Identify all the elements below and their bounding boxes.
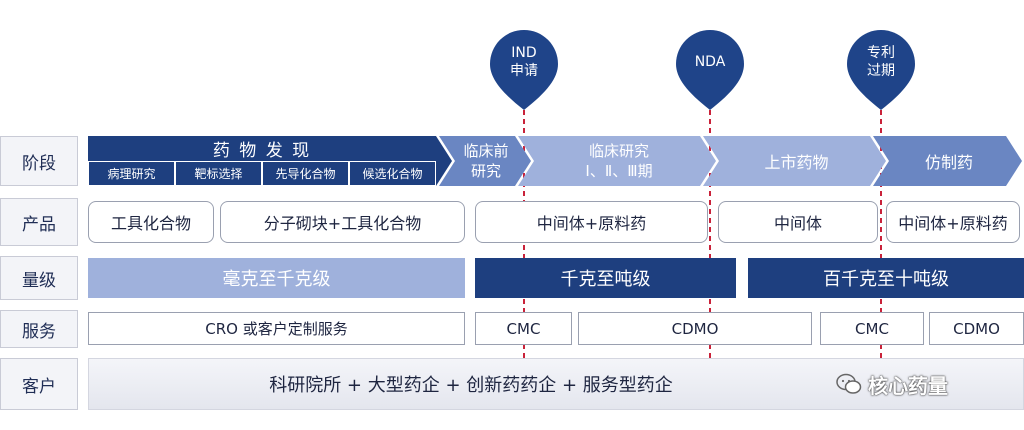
row-label-scale: 量级 [0,256,78,300]
stage-arrow-marketed [703,136,886,186]
stage-arrow-clinical [518,136,716,186]
service-cdmo-generic: CDMO [929,312,1024,345]
product-tool-compounds: 工具化合物 [88,201,214,243]
stage-discovery-title: 药 物 发 现 [212,141,312,161]
stage-preclinical-label: 临床前 研究 [452,138,520,184]
row-label-product: 产品 [0,198,78,246]
nda-milestone-line1: NDA [694,54,726,70]
stage-clinical-line1: 临床研究 [588,142,649,160]
product-intermediates: 中间体 [718,201,878,243]
ind-milestone-line1: IND [511,45,537,61]
patent-expiry-milestone-line1: 专利 [867,45,895,61]
watermark: 核心药量 [836,366,1022,402]
product-building-blocks: 分子砌块+工具化合物 [220,201,465,243]
patent-expiry-milestone-label: 专利 过期 [847,32,915,92]
stage-arrow-generic [873,136,1022,186]
discovery-sub-pathology: 病理研究 [88,161,175,186]
scale-100kg-to-10ton: 百千克至十吨级 [748,258,1024,298]
ind-milestone-line2: 申请 [510,63,538,79]
stage-preclinical-line2: 研究 [470,162,501,180]
discovery-sub-lead: 先导化合物 [262,161,349,186]
stage-preclinical-line1: 临床前 [463,142,509,160]
service-cro-custom: CRO 或客户定制服务 [88,312,465,345]
stage-generic-label: 仿制药 [924,153,973,172]
service-cmc-generic: CMC [820,312,924,345]
row-label-customer: 客户 [0,358,78,410]
nda-milestone-label: NDA [676,32,744,92]
row-label-stage: 阶段 [0,136,78,186]
service-cdmo-clinical: CDMO [578,312,812,345]
discovery-sub-target: 靶标选择 [175,161,262,186]
stage-clinical-label: 临床研究 Ⅰ、Ⅱ、Ⅲ期 [534,138,704,184]
row-label-service: 服务 [0,310,78,348]
discovery-sub-candidate: 候选化合物 [349,161,436,186]
ind-milestone-label: IND 申请 [490,32,558,92]
wechat-icon [836,373,862,394]
product-intermediates-api: 中间体+原料药 [475,201,708,243]
product-intermediates-api-generic: 中间体+原料药 [886,201,1020,243]
scale-mg-to-kg: 毫克至千克级 [88,258,465,298]
scale-kg-to-ton: 千克至吨级 [475,258,736,298]
stage-arrow-preclinical [439,136,531,186]
stage-marketed-label: 上市药物 [764,153,829,172]
service-cmc-clinical: CMC [475,312,572,345]
customer-list: 科研院所 + 大型药企 + 创新药药企 + 服务型药企 [88,358,1024,410]
stage-clinical-line2: Ⅰ、Ⅱ、Ⅲ期 [585,162,653,180]
patent-expiry-milestone-line2: 过期 [867,63,895,79]
watermark-text: 核心药量 [868,373,948,398]
